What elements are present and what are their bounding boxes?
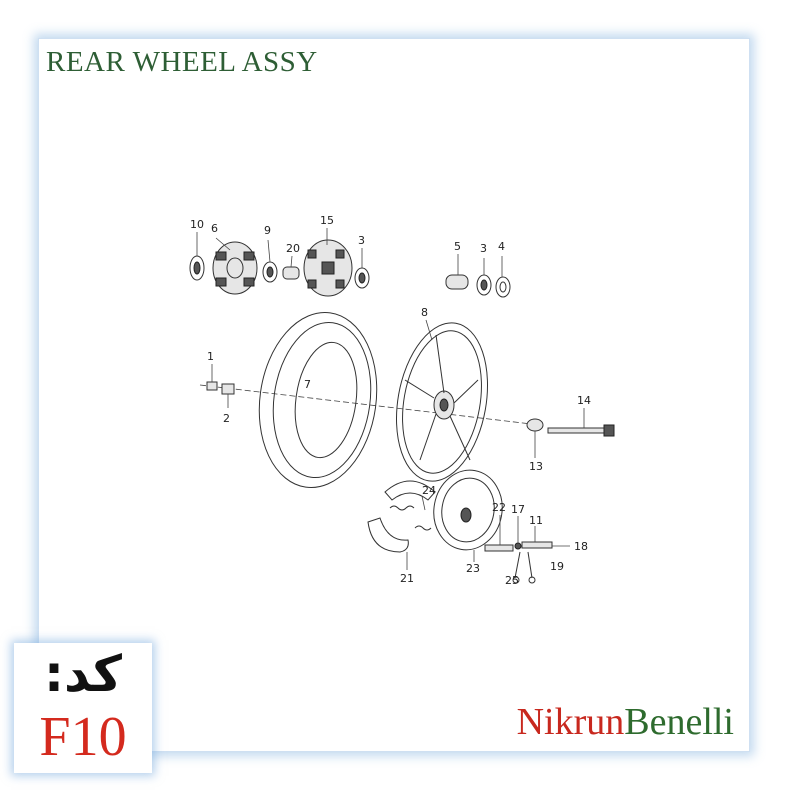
part-10-seal-center — [193, 261, 201, 275]
part-4-seal-center — [499, 281, 507, 293]
part-15-damper — [303, 239, 353, 297]
callout-10: 10 — [190, 218, 204, 231]
part-21-brake-shoe — [367, 517, 409, 553]
callout-19: 19 — [550, 560, 564, 573]
part-19-arm — [527, 551, 533, 579]
callout-25: 25 — [505, 574, 519, 587]
brake-spring-upper — [389, 505, 415, 511]
callout-14: 14 — [577, 394, 591, 407]
part-4-seal — [495, 276, 511, 298]
code-label: کد: — [44, 645, 122, 703]
callout-20: 20 — [286, 242, 300, 255]
page-title: REAR WHEEL ASSY — [46, 46, 318, 78]
callout-22: 22 — [492, 501, 506, 514]
part-19-arm-end — [528, 576, 536, 584]
callout-4: 4 — [498, 240, 505, 253]
callout-9: 9 — [264, 224, 271, 237]
part-14-axle — [547, 427, 611, 434]
part-25-indicator-end — [512, 576, 520, 584]
part-1-nut — [206, 381, 218, 391]
callout-2: 2 — [223, 412, 230, 425]
part-3-bearing-left-center — [358, 272, 366, 284]
part-5-sleeve — [445, 274, 469, 290]
callout-11: 11 — [529, 514, 543, 527]
callout-13: 13 — [529, 460, 543, 473]
part-9-bearing-center — [266, 266, 274, 278]
callout-3-right: 3 — [480, 242, 487, 255]
callout-7: 7 — [304, 378, 311, 391]
part-8-rim — [395, 322, 489, 482]
brand-watermark: NikrunBenelli — [517, 700, 734, 744]
part-20-spacer — [282, 266, 300, 280]
callout-24: 24 — [422, 484, 436, 497]
brand-part2: Benelli — [624, 701, 734, 743]
brand-part1: Nikrun — [516, 701, 625, 743]
callout-15: 15 — [320, 214, 334, 227]
part-22-camshaft — [484, 544, 514, 552]
part-2-nut — [221, 383, 235, 395]
callout-18: 18 — [574, 540, 588, 553]
brake-spring-lower — [414, 525, 432, 531]
callout-3-left: 3 — [358, 234, 365, 247]
part-14-axle-head — [603, 424, 615, 437]
part-23-brake-panel — [433, 469, 503, 551]
part-17-washer — [514, 542, 522, 550]
code-value: F10 — [39, 706, 127, 768]
part-13-spacer — [526, 418, 544, 432]
part-24-brake-shoe — [384, 480, 436, 501]
callout-6: 6 — [211, 222, 218, 235]
callout-5: 5 — [454, 240, 461, 253]
product-code-box: کد: F10 — [14, 643, 152, 773]
callout-8: 8 — [421, 306, 428, 319]
part-7-tire — [258, 311, 378, 489]
part-25-indicator — [514, 551, 521, 579]
leader-lines — [196, 228, 585, 570]
part-3-bearing-right-center — [480, 279, 488, 291]
callout-1: 1 — [207, 350, 214, 363]
callout-23: 23 — [466, 562, 480, 575]
diagram-card — [38, 38, 750, 752]
part-11-lever — [521, 541, 553, 549]
callout-17: 17 — [511, 503, 525, 516]
part-6-flange — [212, 241, 258, 295]
callout-21: 21 — [400, 572, 414, 585]
